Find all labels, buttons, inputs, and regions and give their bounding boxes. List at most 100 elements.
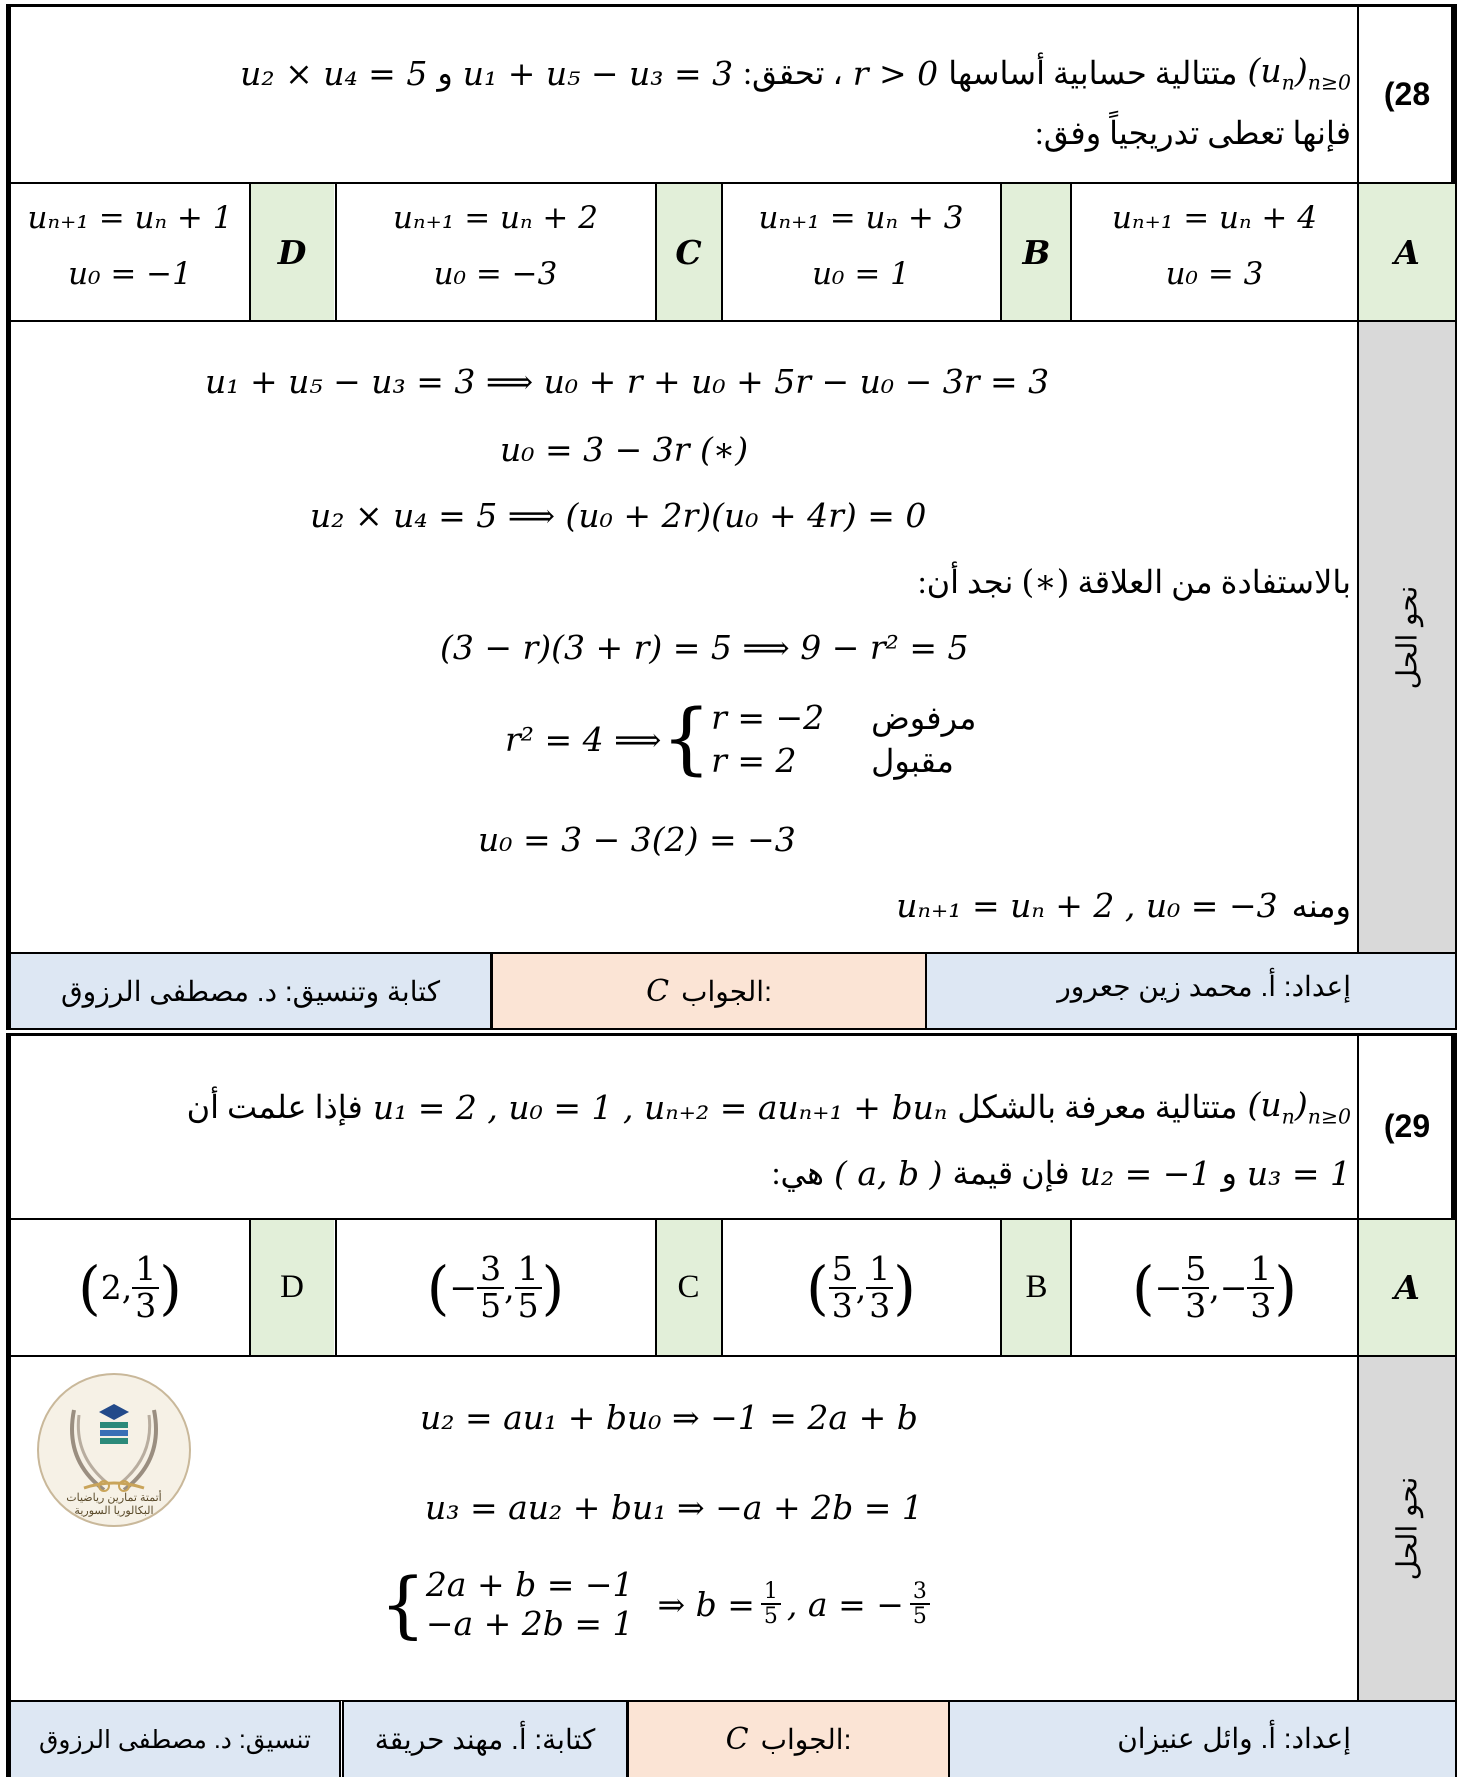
paren-left: ( bbox=[426, 1253, 450, 1322]
q29-option-c-letter[interactable]: C bbox=[677, 1269, 700, 1305]
den: 5 bbox=[480, 1285, 502, 1325]
logo-text-1: أتمتة تمارين رياضيات bbox=[66, 1492, 162, 1504]
q29-is: هي: bbox=[771, 1155, 824, 1191]
q29-def: u₁ = 2 , u₀ = 1 , uₙ₊₂ = auₙ₊₁ + buₙ bbox=[372, 1087, 948, 1127]
q28-sol-brace: { bbox=[661, 694, 712, 784]
q28-option-d-line1: uₙ₊₁ = uₙ + 1 bbox=[27, 200, 233, 236]
q28-option-d[interactable]: uₙ₊₁ = uₙ + 1 u₀ = −1 bbox=[12, 190, 248, 302]
q28-sol-line5: (3 − r)(3 + r) = 5 ⟹ 9 − r² = 5 bbox=[440, 628, 969, 667]
q28-statement-line2: فإنها تعطى تدريجياً وفق: bbox=[1034, 115, 1351, 151]
q28-sol-line4-ar: بالاستفادة من العلاقة bbox=[1077, 563, 1351, 600]
den: 5 bbox=[912, 1604, 927, 1629]
q28-option-b-letter[interactable]: B bbox=[1022, 232, 1051, 272]
num: 5 bbox=[1182, 1251, 1210, 1289]
q28-option-c[interactable]: uₙ₊₁ = uₙ + 2 u₀ = −3 bbox=[336, 190, 655, 302]
q28-answer: C الجواب: bbox=[493, 954, 925, 1028]
q29-eq1: u₃ = 1 bbox=[1246, 1153, 1351, 1193]
q28-eq2: u₂ × u₄ = 5 bbox=[240, 53, 428, 93]
q28-sol-case1: r = −2 bbox=[711, 698, 825, 737]
q28-sol-line8-math: uₙ₊₁ = uₙ + 2 , u₀ = −3 bbox=[896, 886, 1278, 925]
q28-and: و bbox=[437, 55, 453, 91]
q28-solution-label-cell: نحو الحل bbox=[1359, 322, 1455, 952]
den: 3 bbox=[1185, 1285, 1207, 1325]
num: 3 bbox=[909, 1580, 930, 1605]
q29-writing: كتابة: أ. مهند حريقة bbox=[374, 1724, 596, 1755]
q28-option-c-line2: u₀ = −3 bbox=[433, 256, 558, 292]
paren-left: ( bbox=[1131, 1253, 1155, 1322]
q29-prepared: إعداد: أ. وائل عنيزان bbox=[1117, 1723, 1351, 1754]
q29-a-sign1: − bbox=[1154, 1268, 1183, 1307]
q29-solution-label-cell: نحو الحل bbox=[1359, 1357, 1455, 1700]
q29-know: فإذا علمت أن bbox=[186, 1089, 363, 1125]
q29-option-a-letter[interactable]: A bbox=[1394, 1268, 1420, 1307]
q28-sol-line4-star: (∗) bbox=[1021, 562, 1070, 601]
q28-sol-line4-ar2: نجد أن: bbox=[917, 563, 1014, 600]
q28-option-b[interactable]: uₙ₊₁ = uₙ + 3 u₀ = 1 bbox=[722, 190, 1000, 302]
q29-a-sign2: − bbox=[1219, 1268, 1248, 1307]
q28-sol-case2: r = 2 bbox=[711, 741, 797, 780]
q28-writing: كتابة وتنسيق: د. مصطفى الرزوق bbox=[60, 975, 441, 1007]
q29-sol-line2: u₃ = au₂ + bu₁ ⇒ −a + 2b = 1 bbox=[425, 1488, 923, 1527]
q29-statement-line1: فإذا علمت أن u₁ = 2 , u₀ = 1 , uₙ₊₂ = au… bbox=[187, 1082, 1351, 1132]
den: 5 bbox=[517, 1285, 539, 1325]
comma: , bbox=[855, 1268, 867, 1307]
den: 3 bbox=[1250, 1285, 1272, 1325]
q28-sol-line4: نجد أن: (∗) بالاستفادة من العلاقة bbox=[918, 562, 1351, 601]
comma: , bbox=[121, 1268, 133, 1307]
q29-eq2: u₂ = −1 bbox=[1079, 1153, 1212, 1193]
q28-option-c-line1: uₙ₊₁ = uₙ + 2 bbox=[393, 200, 598, 236]
q28-answer-label: الجواب: bbox=[681, 975, 772, 1007]
q28-seq: (un)n≥0 bbox=[1247, 51, 1351, 95]
q28-option-a[interactable]: uₙ₊₁ = uₙ + 4 u₀ = 3 bbox=[1072, 190, 1357, 302]
paren-right: ) bbox=[893, 1253, 916, 1322]
comma: , bbox=[1209, 1268, 1220, 1307]
q28-eq1: u₁ + u₅ − u₃ = 3 bbox=[462, 53, 734, 93]
q29-sys1: 2a + b = −1 bbox=[425, 1565, 634, 1604]
q28-option-c-letter[interactable]: C bbox=[675, 232, 702, 272]
q28-sol-line2: u₀ = 3 − 3r (∗) bbox=[500, 430, 749, 469]
q28-option-b-line1: uₙ₊₁ = uₙ + 3 bbox=[758, 200, 964, 236]
q29-res-mid: , a = − bbox=[786, 1584, 904, 1624]
q29-coord: تنسيق: د. مصطفى الرزوق bbox=[38, 1725, 312, 1754]
q29-seq: (un)n≥0 bbox=[1247, 1085, 1351, 1129]
q29-option-d-letter[interactable]: D bbox=[280, 1269, 304, 1305]
q28-sol-case2-ar: مقبول bbox=[871, 742, 954, 779]
q29-d-first: 2 bbox=[100, 1268, 122, 1307]
den: 3 bbox=[135, 1285, 157, 1325]
num: 3 bbox=[477, 1251, 505, 1289]
q29-desc: متتالية معرفة بالشكل bbox=[957, 1089, 1238, 1125]
q29-statement-line2: هي: ( a, b ) فإن قيمة u₂ = −1 و u₃ = 1 bbox=[772, 1148, 1351, 1198]
num: 1 bbox=[514, 1251, 542, 1289]
q28-cond: r > 0 bbox=[852, 53, 939, 93]
q29-value: فإن قيمة bbox=[952, 1155, 1070, 1191]
q28-sol-line7: u₀ = 3 − 3(2) = −3 bbox=[478, 820, 796, 859]
q28-sol-line8: ومنه uₙ₊₁ = uₙ + 2 , u₀ = −3 bbox=[896, 886, 1351, 925]
q28-prepared: إعداد: أ. محمد زين جعرور bbox=[1057, 971, 1351, 1002]
q28-desc: متتالية حسابية أساسها bbox=[948, 55, 1238, 91]
q29-pair: ( a, b ) bbox=[834, 1153, 943, 1193]
q28-answer-value: C bbox=[646, 973, 670, 1009]
q29-sol-brace: { bbox=[380, 1562, 426, 1646]
comma: , bbox=[504, 1268, 515, 1307]
q28-option-a-line1: uₙ₊₁ = uₙ + 4 bbox=[1112, 200, 1317, 236]
q28-sol-line1: u₁ + u₅ − u₃ = 3 ⟹ u₀ + r + u₀ + 5r − u₀… bbox=[205, 362, 1050, 401]
q29-option-b-letter[interactable]: B bbox=[1025, 1269, 1048, 1305]
paren-left: ( bbox=[78, 1253, 101, 1322]
q29-answer-label: الجواب: bbox=[760, 1724, 852, 1755]
q29-number: (29 bbox=[1383, 1108, 1431, 1144]
den: 5 bbox=[763, 1604, 778, 1629]
q28-solution-label: نحو الحل bbox=[1391, 585, 1423, 689]
den: 3 bbox=[831, 1285, 853, 1325]
q28-option-a-letter[interactable]: A bbox=[1394, 232, 1420, 272]
q28-option-d-letter[interactable]: D bbox=[277, 232, 307, 272]
